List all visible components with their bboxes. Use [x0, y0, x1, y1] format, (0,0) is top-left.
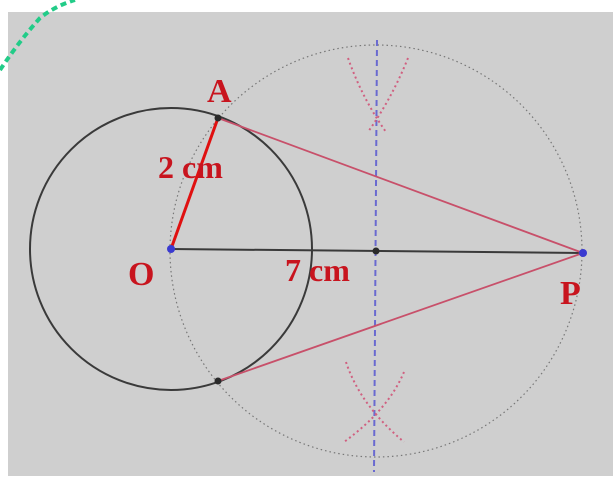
diagram-background [8, 12, 613, 476]
point-p-dot [579, 249, 587, 257]
label-point-p: P [560, 275, 581, 312]
radius-oa [169, 117, 220, 250]
lower-arc-mark-1 [345, 361, 405, 443]
label-point-a: A [207, 73, 232, 110]
main-circle [29, 107, 313, 391]
midpoint-m-dot [372, 247, 380, 255]
point-a-dot [214, 114, 222, 122]
corner-leaf-decoration [0, 0, 76, 72]
label-point-o: O [128, 256, 154, 293]
upper-arc-mark-2 [367, 57, 409, 133]
tangent-point-lower-dot [214, 377, 222, 385]
tangent-line-upper [217, 117, 584, 254]
label-distance-op: 7 cm [285, 252, 350, 288]
point-o-dot [167, 245, 175, 253]
upper-arc-mark-1 [347, 57, 387, 133]
perpendicular-bisector [373, 39, 378, 473]
label-radius: 2 cm [158, 149, 223, 185]
tangent-line-lower [217, 252, 584, 382]
